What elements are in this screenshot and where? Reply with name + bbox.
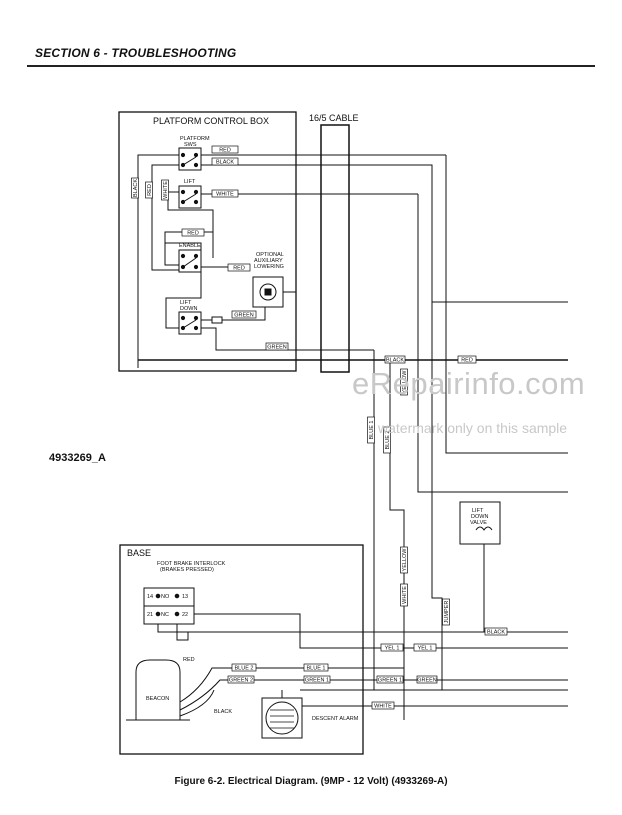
fb-pin-13: 13 xyxy=(182,594,188,600)
tag-black-v1: BLACK xyxy=(133,179,139,197)
descent-alarm-label: DESCENT ALARM xyxy=(312,716,359,722)
sw-enable-label: ENABLE xyxy=(179,243,201,249)
tag-blue1-v: BLUE 1 xyxy=(369,421,375,440)
tag-white-v1: WHITE xyxy=(163,181,169,199)
lift-switch xyxy=(178,185,202,209)
tag-red-4: RED xyxy=(461,358,473,364)
tag-red-beacon: RED xyxy=(183,657,195,663)
platform-control-box xyxy=(118,111,297,372)
watermark-main: eRepairinfo.com xyxy=(352,366,586,401)
lift-down-valve xyxy=(459,501,501,545)
valve-label-3: VALVE xyxy=(470,520,487,526)
part-number: 4933269_A xyxy=(49,452,106,464)
tag-white-v2: WHITE xyxy=(402,586,408,604)
tag-green1-1: GREEN 1 xyxy=(305,678,329,684)
aux-label-3: LOWERING xyxy=(254,264,284,270)
tag-green2: GREEN 2 xyxy=(229,678,253,684)
aux-label-2: AUXILIARY xyxy=(254,258,283,264)
tag-green-1: GREEN xyxy=(234,313,254,319)
tag-red-1: RED xyxy=(219,148,231,154)
platform-switch xyxy=(178,147,202,171)
lift-down-switch xyxy=(178,311,202,335)
aux-label-1: OPTIONAL xyxy=(256,252,284,258)
tag-green-2: GREEN xyxy=(267,345,287,351)
tag-yel1-2: YEL 1 xyxy=(418,646,433,652)
figure-caption: Figure 6-2. Electrical Diagram. (9MP - 1… xyxy=(174,776,448,787)
sw-platform-label-1: PLATFORM xyxy=(180,136,210,142)
foot-brake-label-1: FOOT BRAKE INTERLOCK xyxy=(157,561,226,567)
valve-label-2: DOWN xyxy=(471,514,488,520)
fb-pin-22: 22 xyxy=(182,612,188,618)
fb-pin-21: 21 xyxy=(147,612,153,618)
valve-label-1: LIFT xyxy=(472,508,484,514)
platform-box-title: PLATFORM CONTROL BOX xyxy=(153,116,269,126)
tag-red-3: RED xyxy=(233,266,245,272)
tag-yel1-1: YEL 1 xyxy=(385,646,400,652)
tag-green-3: GREEN xyxy=(417,678,437,684)
base-box xyxy=(119,544,364,755)
cable-label: 16/5 CABLE xyxy=(309,113,359,123)
sw-liftdown-label-2: DOWN xyxy=(180,306,197,312)
tag-red-2: RED xyxy=(187,231,199,237)
tag-yellow-v1: YELLOW xyxy=(402,370,408,394)
tag-blue1: BLUE 1 xyxy=(307,666,326,672)
sw-liftdown-label-1: LIFT xyxy=(180,300,192,306)
sw-lift-label: LIFT xyxy=(184,179,196,185)
tag-green1-2: GREEN 1 xyxy=(378,678,402,684)
tag-white-1: WHITE xyxy=(216,192,234,198)
cable-16-5 xyxy=(320,124,350,373)
header-rule xyxy=(27,65,595,67)
tag-jumper-v: JUMPER xyxy=(444,601,450,624)
base-box-title: BASE xyxy=(127,548,151,558)
beacon-shape xyxy=(135,659,181,721)
tag-black-beacon: BLACK xyxy=(214,709,232,715)
tag-yellow-v2: YELLOW xyxy=(402,548,408,572)
foot-brake-label-2: (BRAKES PRESSED) xyxy=(160,567,214,573)
section-header: SECTION 6 - TROUBLESHOOTING xyxy=(35,46,237,60)
enable-switch xyxy=(178,249,202,273)
tag-blue2-v: BLUE 2 xyxy=(385,431,391,450)
watermark-sub: watermark only on this sample xyxy=(378,420,568,436)
fb-pin-nc: NC xyxy=(161,612,169,618)
descent-alarm xyxy=(261,697,303,739)
beacon-label: BEACON xyxy=(146,696,169,702)
tag-blue2: BLUE 2 xyxy=(235,666,254,672)
tag-black-3: BLACK xyxy=(487,630,505,636)
fb-pin-14: 14 xyxy=(147,594,153,600)
fb-pin-no: NO xyxy=(161,594,170,600)
tag-red-v1: RED xyxy=(147,184,153,196)
tag-white-2: WHITE xyxy=(374,704,392,710)
tag-black-2: BLACK xyxy=(386,358,404,364)
tag-black-1: BLACK xyxy=(216,160,234,166)
sw-platform-label-2: SWS xyxy=(184,142,197,148)
